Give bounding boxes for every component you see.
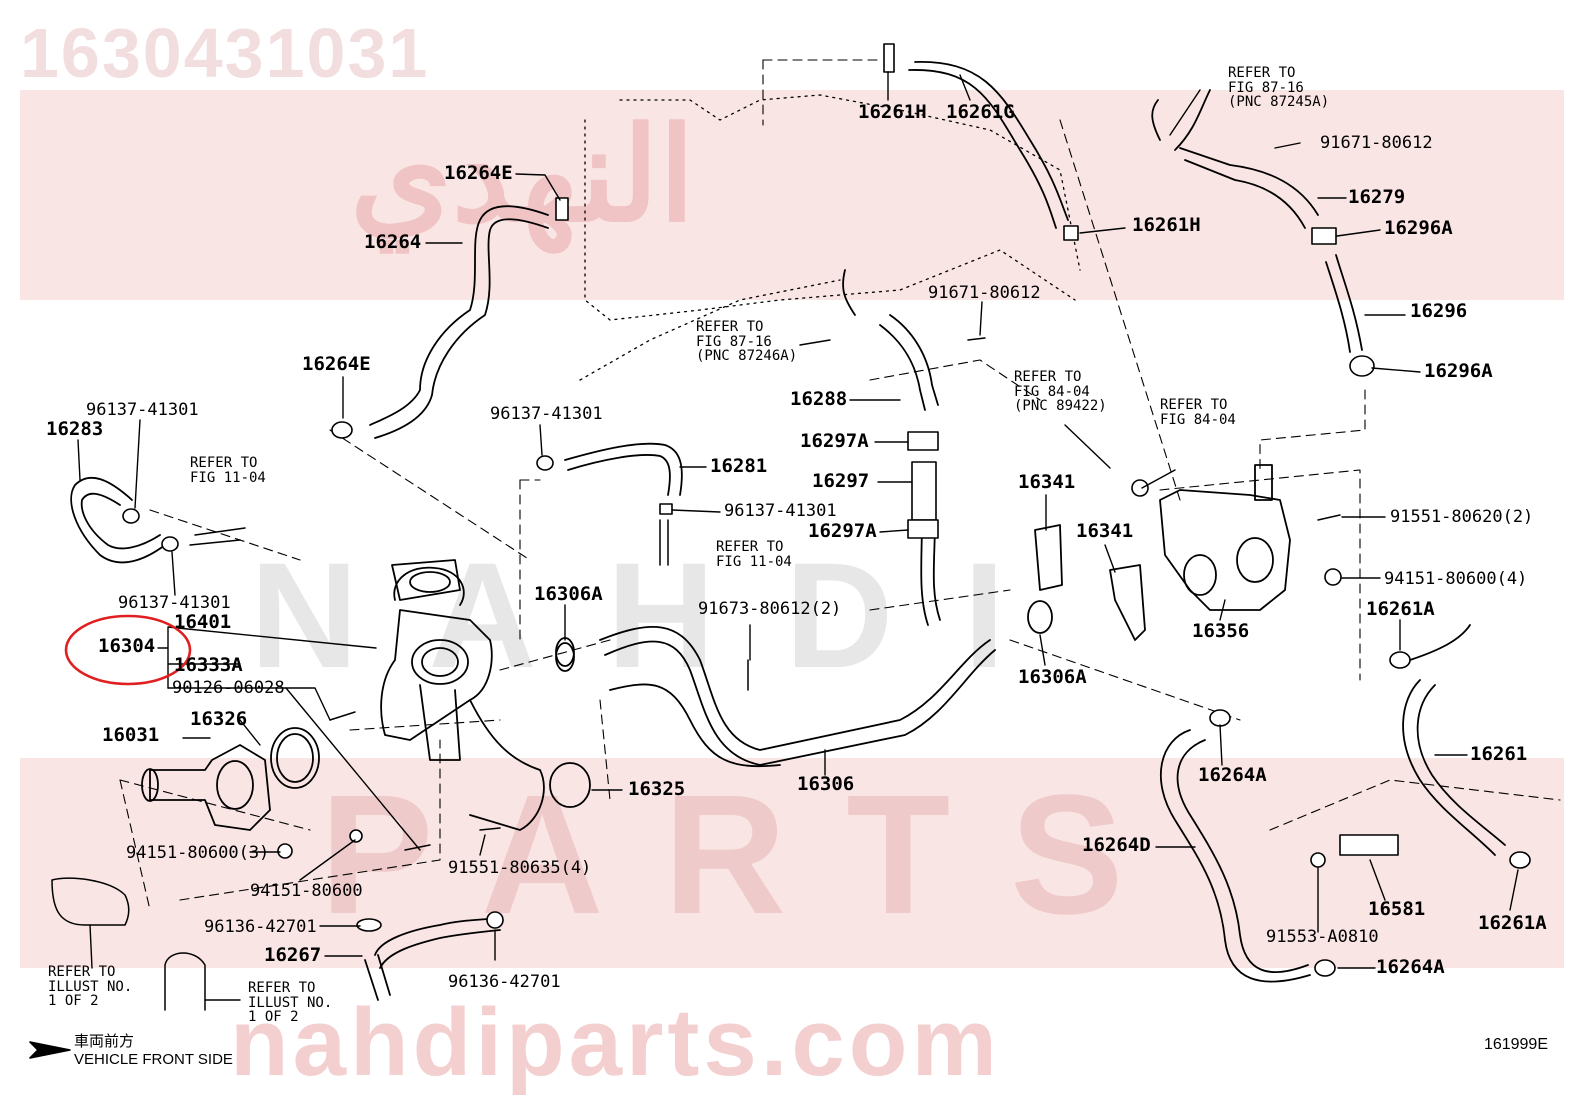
- refer-fig-11-04-a: REFER TO FIG 11-04: [190, 455, 266, 486]
- label-16264e-left: 16264E: [302, 353, 371, 375]
- label-16297: 16297: [812, 470, 870, 492]
- label-16281: 16281: [710, 455, 768, 477]
- label-16581: 16581: [1368, 898, 1426, 920]
- label-16296: 16296: [1410, 300, 1468, 322]
- diagram-id: 161999E: [1483, 1036, 1548, 1053]
- label-16261: 16261: [1470, 743, 1528, 765]
- label-96136-a: 96136-42701: [204, 917, 317, 937]
- dashed-leader-lines: [119, 59, 1561, 911]
- label-16264e-top: 16264E: [444, 162, 513, 184]
- label-96137-b: 96137-41301: [490, 404, 603, 424]
- watermark-nahdi: NAHDI: [250, 531, 1075, 699]
- water-pipe: [599, 519, 996, 768]
- label-16261g: 16261G: [946, 101, 1015, 123]
- label-94151-right: 94151-80600(4): [1384, 569, 1528, 589]
- label-16401: 16401: [174, 611, 232, 633]
- label-16283: 16283: [46, 418, 104, 440]
- refer-illust-b: REFER TO ILLUST NO. 1 OF 2: [248, 980, 333, 1026]
- label-16306a-right: 16306A: [1018, 666, 1087, 688]
- label-16264d: 16264D: [1082, 834, 1151, 856]
- label-16264a-top: 16264A: [1198, 764, 1267, 786]
- thermostat-cover: [141, 727, 320, 831]
- watermark-arabic: النهدي: [350, 102, 695, 248]
- refer-fig-87-16-mid: REFER TO FIG 87-16 (PNC 87246A): [696, 319, 798, 365]
- label-16333a: 16333A: [174, 654, 243, 676]
- label-91671-mid: 91671-80612: [928, 283, 1041, 303]
- label-16304: 16304: [98, 635, 156, 657]
- label-16261h-right: 16261H: [1132, 214, 1201, 236]
- watermark-band-top: [20, 90, 1564, 300]
- vehicle-front-side: 車両前方 VEHICLE FRONT SIDE: [22, 1030, 233, 1068]
- label-16325: 16325: [628, 778, 686, 800]
- watermark-parts: PARTS: [320, 760, 1184, 950]
- front-side-japanese: 車両前方: [74, 1033, 135, 1050]
- watermark-url: nahdiparts.com: [230, 989, 1001, 1096]
- clamps: [122, 43, 1531, 977]
- label-96136-b: 96136-42701: [448, 972, 561, 992]
- label-16264: 16264: [364, 231, 422, 253]
- label-16306: 16306: [797, 773, 855, 795]
- label-16297a-top: 16297A: [800, 430, 869, 452]
- label-16261a-bottom: 16261A: [1478, 912, 1547, 934]
- label-16261a-top: 16261A: [1366, 598, 1435, 620]
- callout-leaders: [77, 71, 1519, 1001]
- label-91551-bottom: 91551-80635(4): [448, 858, 592, 878]
- part-number-watermark: 1630431031: [20, 14, 430, 92]
- label-16296a-bottom: 16296A: [1424, 360, 1493, 382]
- label-16306a-left: 16306A: [534, 583, 603, 605]
- label-16341-a: 16341: [1018, 471, 1076, 493]
- label-91553: 91553-A0810: [1266, 927, 1379, 947]
- callout-bracket: [157, 627, 169, 689]
- hoses: [70, 61, 1506, 1001]
- front-side-english: VEHICLE FRONT SIDE: [74, 1051, 233, 1068]
- water-outlet-right: [555, 464, 1291, 672]
- label-90126: 90126-06028: [172, 678, 285, 698]
- label-16261h-top: 16261H: [858, 101, 927, 123]
- refer-fig-84-04-b: REFER TO FIG 84-04: [1160, 397, 1236, 428]
- label-91551-top: 91551-80620(2): [1390, 507, 1534, 527]
- label-16267: 16267: [264, 944, 322, 966]
- refer-illust-a: REFER TO ILLUST NO. 1 OF 2: [48, 964, 133, 1010]
- label-94151-b: 94151-80600: [250, 881, 363, 901]
- label-16326: 16326: [190, 708, 248, 730]
- label-91671-top: 91671-80612: [1320, 133, 1433, 153]
- refer-shapes: [51, 877, 206, 1011]
- label-16297a-bottom: 16297A: [808, 520, 877, 542]
- watermark-band-bottom: [20, 758, 1564, 968]
- label-16296a-top: 16296A: [1384, 217, 1453, 239]
- label-16356: 16356: [1192, 620, 1250, 642]
- refer-fig-84-04-a: REFER TO FIG 84-04 (PNC 89422): [1014, 369, 1107, 415]
- label-96137-a: 96137-41301: [86, 400, 199, 420]
- label-16031: 16031: [102, 724, 160, 746]
- label-16288: 16288: [790, 388, 848, 410]
- highlight-circle: [64, 614, 192, 686]
- front-arrow: [29, 1041, 71, 1059]
- label-96137-d: 96137-41301: [118, 593, 231, 613]
- refer-fig-11-04-b: REFER TO FIG 11-04: [716, 539, 792, 570]
- label-96137-c: 96137-41301: [724, 501, 837, 521]
- label-91673: 91673-80612(2): [698, 599, 842, 619]
- label-16264a-bottom: 16264A: [1376, 956, 1445, 978]
- engine-outline: [579, 94, 1081, 381]
- label-16341-b: 16341: [1076, 520, 1134, 542]
- refer-fig-87-16-top: REFER TO FIG 87-16 (PNC 87245A): [1228, 65, 1330, 111]
- label-16279: 16279: [1348, 186, 1406, 208]
- label-94151-a: 94151-80600(3): [126, 843, 270, 863]
